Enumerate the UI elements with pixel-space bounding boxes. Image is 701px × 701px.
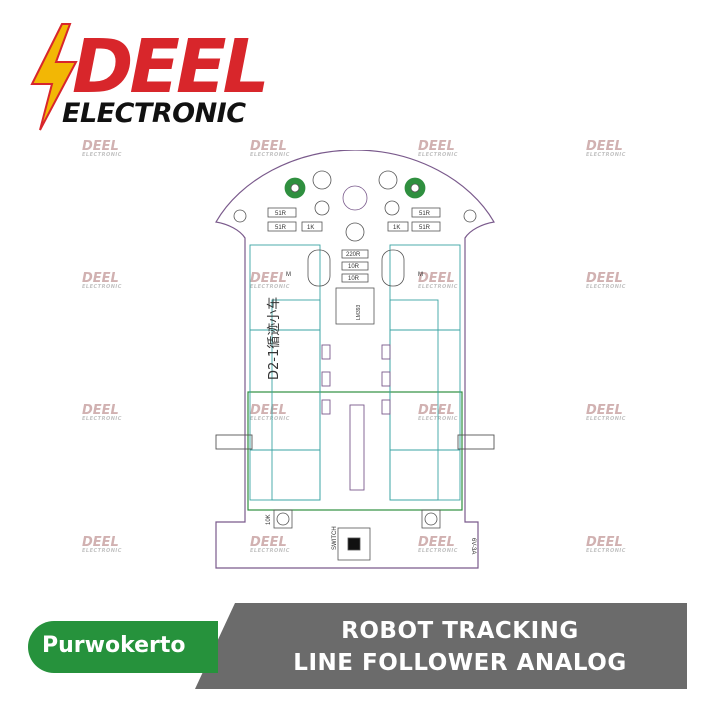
brand-logo: DEEL ELECTRONIC	[24, 22, 284, 132]
label-board-name: D2-1循迹小车	[266, 297, 282, 380]
logo-wordmark: DEEL	[72, 30, 270, 104]
bottom-components	[273, 509, 441, 561]
label-r1k-2: 1K	[393, 225, 400, 231]
logo-subtext: ELECTRONIC	[62, 98, 246, 129]
location-text: Purwokerto	[42, 633, 186, 658]
title-banner-background	[195, 603, 687, 689]
label-r51-3: 51R	[419, 211, 431, 217]
label-battery: 6V-3A	[470, 538, 476, 554]
chassis-frame	[247, 391, 463, 511]
label-r1k-1: 1K	[307, 225, 314, 231]
banner-title-line2: LINE FOLLOWER ANALOG	[293, 650, 627, 676]
board-outline	[215, 150, 495, 569]
label-r51-2: 51R	[275, 225, 287, 231]
left-motor	[215, 244, 321, 501]
banner-title-line1: ROBOT TRACKING	[341, 618, 579, 644]
label-r10-2: 10R	[348, 276, 360, 282]
label-motor-b: M	[418, 272, 423, 278]
label-r51-4: 51R	[419, 225, 431, 231]
logo-text: DEEL	[72, 24, 270, 110]
label-r51-1: 51R	[275, 211, 287, 217]
label-r220: 220R	[346, 252, 361, 258]
label-r10k: 10K	[266, 514, 272, 525]
label-r10-1: 10R	[348, 264, 360, 270]
right-motor	[389, 244, 495, 501]
center-slots	[321, 344, 391, 491]
label-switch: SWITCH	[332, 526, 338, 550]
location-badge: Purwokerto	[28, 621, 218, 673]
top-components	[233, 170, 477, 325]
pcb-layout-diagram: 51R 51R 51R 51R 1K 1K 220R 10R 10R M M S…	[215, 150, 495, 569]
label-chip: LM393	[356, 304, 362, 320]
label-motor-a: M	[286, 272, 291, 278]
lightning-bolt-icon	[30, 23, 78, 131]
